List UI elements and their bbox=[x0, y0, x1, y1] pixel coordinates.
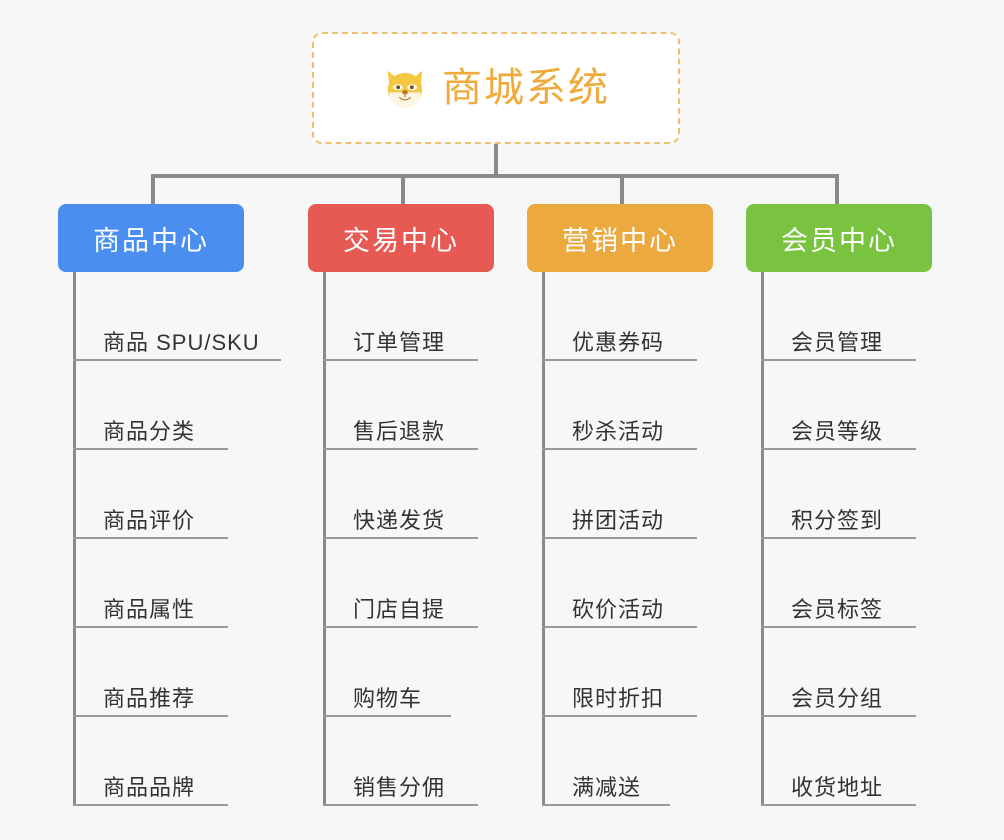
leaf-item[interactable]: 会员标签 bbox=[761, 539, 916, 628]
leaf-item[interactable]: 订单管理 bbox=[323, 272, 478, 361]
leaf-item[interactable]: 优惠券码 bbox=[542, 272, 697, 361]
leaf-label: 会员等级 bbox=[791, 418, 884, 444]
connector-horizontal-bus bbox=[151, 174, 839, 178]
leaf-label: 售后退款 bbox=[353, 418, 446, 444]
leaf-list-0: 商品 SPU/SKU 商品分类 商品评价 商品属性 商品推荐 商品品牌 bbox=[73, 272, 281, 806]
leaf-label: 满减送 bbox=[572, 774, 642, 800]
leaf-item[interactable]: 会员管理 bbox=[761, 272, 916, 361]
leaf-item[interactable]: 积分签到 bbox=[761, 450, 916, 539]
connector-drop-3 bbox=[835, 174, 839, 208]
leaf-item[interactable]: 满减送 bbox=[542, 717, 670, 806]
leaf-item[interactable]: 商品属性 bbox=[73, 539, 228, 628]
leaf-item[interactable]: 购物车 bbox=[323, 628, 451, 717]
leaf-item[interactable]: 限时折扣 bbox=[542, 628, 697, 717]
leaf-label: 会员分组 bbox=[791, 685, 884, 711]
leaf-label: 商品分类 bbox=[103, 418, 196, 444]
branch-spine-0 bbox=[73, 272, 76, 806]
connector-drop-2 bbox=[620, 174, 624, 208]
leaf-label: 商品推荐 bbox=[103, 685, 196, 711]
leaf-label: 购物车 bbox=[353, 685, 423, 711]
branch-label-3: 会员中心 bbox=[781, 225, 897, 256]
leaf-label: 门店自提 bbox=[353, 596, 446, 622]
leaf-label: 会员管理 bbox=[791, 329, 884, 355]
leaf-item[interactable]: 会员分组 bbox=[761, 628, 916, 717]
leaf-label: 商品品牌 bbox=[103, 774, 196, 800]
leaf-item[interactable]: 会员等级 bbox=[761, 361, 916, 450]
leaf-label: 商品 SPU/SKU bbox=[103, 329, 260, 355]
root-title: 商城系统 bbox=[442, 66, 610, 110]
branch-label-1: 交易中心 bbox=[343, 225, 459, 256]
connector-drop-0 bbox=[151, 174, 155, 208]
branch-spine-3 bbox=[761, 272, 764, 806]
leaf-label: 订单管理 bbox=[353, 329, 446, 355]
leaf-item[interactable]: 秒杀活动 bbox=[542, 361, 697, 450]
leaf-label: 拼团活动 bbox=[572, 507, 665, 533]
leaf-label: 会员标签 bbox=[791, 596, 884, 622]
leaf-label: 积分签到 bbox=[791, 507, 884, 533]
leaf-item[interactable]: 快递发货 bbox=[323, 450, 478, 539]
leaf-item[interactable]: 商品品牌 bbox=[73, 717, 228, 806]
branch-label-0: 商品中心 bbox=[93, 225, 209, 256]
leaf-label: 限时折扣 bbox=[572, 685, 665, 711]
branch-header-0[interactable]: 商品中心 bbox=[58, 204, 244, 272]
leaf-item[interactable]: 销售分佣 bbox=[323, 717, 478, 806]
leaf-label: 砍价活动 bbox=[572, 596, 665, 622]
connector-drop-1 bbox=[401, 174, 405, 208]
leaf-label: 秒杀活动 bbox=[572, 418, 665, 444]
leaf-item[interactable]: 商品 SPU/SKU bbox=[73, 272, 281, 361]
leaf-item[interactable]: 收货地址 bbox=[761, 717, 916, 806]
leaf-list-1: 订单管理 售后退款 快递发货 门店自提 购物车 销售分佣 bbox=[323, 272, 478, 806]
connector-root-stem bbox=[494, 144, 498, 178]
leaf-item[interactable]: 商品推荐 bbox=[73, 628, 228, 717]
leaf-item[interactable]: 拼团活动 bbox=[542, 450, 697, 539]
branch-header-1[interactable]: 交易中心 bbox=[308, 204, 494, 272]
shiba-dog-icon bbox=[387, 70, 423, 109]
leaf-label: 销售分佣 bbox=[353, 774, 446, 800]
branch-header-2[interactable]: 营销中心 bbox=[527, 204, 713, 272]
branch-spine-2 bbox=[542, 272, 545, 806]
leaf-label: 优惠券码 bbox=[572, 329, 665, 355]
leaf-item[interactable]: 商品评价 bbox=[73, 450, 228, 539]
branch-header-3[interactable]: 会员中心 bbox=[746, 204, 932, 272]
leaf-label: 商品评价 bbox=[103, 507, 196, 533]
branch-label-2: 营销中心 bbox=[562, 225, 678, 256]
branch-spine-1 bbox=[323, 272, 326, 806]
leaf-item[interactable]: 砍价活动 bbox=[542, 539, 697, 628]
leaf-item[interactable]: 商品分类 bbox=[73, 361, 228, 450]
leaf-label: 收货地址 bbox=[791, 774, 884, 800]
leaf-list-3: 会员管理 会员等级 积分签到 会员标签 会员分组 收货地址 bbox=[761, 272, 916, 806]
leaf-item[interactable]: 门店自提 bbox=[323, 539, 478, 628]
root-node[interactable]: 商城系统 bbox=[312, 32, 680, 144]
leaf-list-2: 优惠券码 秒杀活动 拼团活动 砍价活动 限时折扣 满减送 bbox=[542, 272, 697, 806]
leaf-label: 商品属性 bbox=[103, 596, 196, 622]
leaf-item[interactable]: 售后退款 bbox=[323, 361, 478, 450]
leaf-label: 快递发货 bbox=[353, 507, 446, 533]
